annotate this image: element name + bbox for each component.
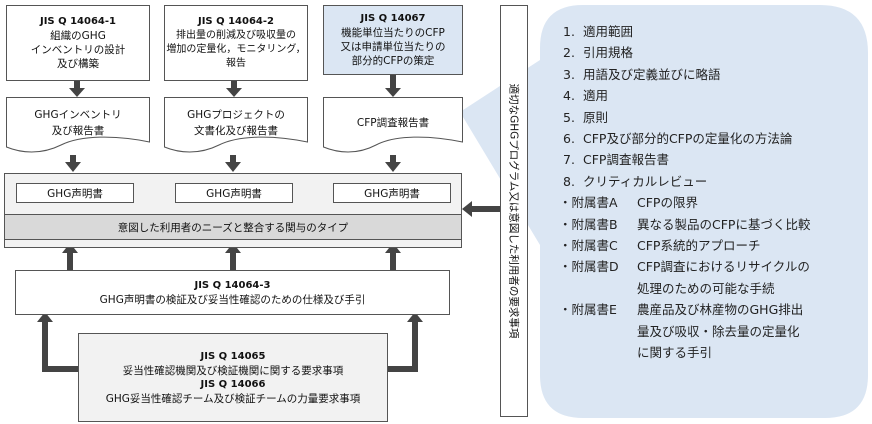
arrow-down-icon <box>385 75 401 97</box>
arrow-up-elbow-right-icon <box>386 312 423 372</box>
arrow-down-icon <box>385 150 401 172</box>
standard-text: 部分的CFPの策定 <box>351 55 435 67</box>
toc-item: 8.クリティカルレビュー <box>563 173 708 189</box>
arrow-left-icon <box>462 201 500 217</box>
standard-text: 報告 <box>226 58 246 69</box>
standard-code: JIS Q 14067 <box>360 13 426 24</box>
standard-text: 増加の定量化，モニタリング， <box>166 44 306 55</box>
bodies-box-14065-14066: JIS Q 14065 妥当性確認機関及び検証機関に関する要求事項 JIS Q … <box>78 333 388 422</box>
standard-text: 又は申請単位当たりの <box>340 41 446 53</box>
arrow-down-icon <box>225 152 241 172</box>
toc-item: 7.CFP調査報告書 <box>563 152 669 168</box>
standard-box-14064-2: JIS Q 14064-2 排出量の削減及び吸収量の 増加の定量化，モニタリング… <box>164 5 308 81</box>
ghg-statement: GHG声明書 <box>333 183 451 203</box>
arrow-down-icon <box>65 152 81 172</box>
callout-contents-list: 1.適用範囲 2.引用規格 3.用語及び定義並びに略語 4.適用 5.原則 6.… <box>559 21 863 364</box>
standard-code: JIS Q 14064-3 <box>194 279 271 291</box>
annex-item-continuation: に関する手引 <box>637 345 713 361</box>
standard-text: 妥当性確認機関及び検証機関に関する要求事項 <box>122 364 344 377</box>
report-text: GHGインベントリ <box>34 109 122 121</box>
report-doc-ghg-project: GHGプロジェクトの 文書化及び報告書 <box>164 97 308 155</box>
program-requirements-text: 適切なGHGプログラム又は意図した利用者の要求事項 <box>507 83 520 339</box>
toc-item: 6.CFP及び部分的CFPの定量化の方法論 <box>563 131 793 147</box>
standard-code: JIS Q 14064-1 <box>39 16 116 27</box>
arrow-up-icon <box>225 243 241 270</box>
toc-item: 5.原則 <box>563 109 609 125</box>
report-text: CFP調査報告書 <box>356 117 430 129</box>
standard-text: インベントリの設計 <box>30 44 126 56</box>
arrow-down-icon <box>226 81 242 97</box>
standard-code: JIS Q 14064-2 <box>197 16 274 27</box>
standard-code: JIS Q 14066 <box>200 378 266 390</box>
arrow-up-icon <box>62 243 78 270</box>
standard-box-14067: JIS Q 14067 機能単位当たりのCFP 又は申請単位当たりの 部分的CF… <box>323 5 463 75</box>
program-requirements-box: 適切なGHGプログラム又は意図した利用者の要求事項 <box>500 5 528 417</box>
toc-item: 1.適用範囲 <box>563 24 634 39</box>
standard-box-14064-1: JIS Q 14064-1 組織のGHG インベントリの設計 及び構築 <box>6 5 150 81</box>
standard-text: 組織のGHG <box>50 30 106 42</box>
verification-box-14064-3: JIS Q 14064-3 GHG声明書の検証及び妥当性確認のための仕様及び手引 <box>15 270 450 315</box>
report-text: GHGプロジェクトの <box>187 109 285 121</box>
standard-text: 機能単位当たりのCFP <box>341 27 445 39</box>
annex-item-continuation: 処理のための可能な手続 <box>637 280 775 296</box>
arrow-down-icon <box>69 81 85 97</box>
toc-item: 4.適用 <box>563 88 609 104</box>
toc-item: 3.用語及び定義並びに略語 <box>563 66 721 82</box>
standard-text: 排出量の削減及び吸収量の <box>176 30 296 41</box>
report-doc-cfp-study: CFP調査報告書 <box>323 97 463 155</box>
report-doc-ghg-inventory: GHGインベントリ 及び報告書 <box>6 97 150 155</box>
arrow-up-elbow-left-icon <box>37 312 78 372</box>
statements-panel: GHG声明書 GHG声明書 GHG声明書 意図した利用者のニーズと整合する関与の… <box>4 173 462 248</box>
engagement-type-band: 意図した利用者のニーズと整合する関与のタイプ <box>5 214 461 240</box>
ghg-statement: GHG声明書 <box>16 183 134 203</box>
standard-text: GHG声明書の検証及び妥当性確認のための仕様及び手引 <box>99 293 366 306</box>
arrow-up-icon <box>385 243 401 270</box>
toc-item: 2.引用規格 <box>563 45 634 61</box>
annex-item-continuation: 量及び吸収・除去量の定量化 <box>637 323 800 339</box>
report-text: 及び報告書 <box>51 125 105 137</box>
report-text: 文書化及び報告書 <box>194 125 278 137</box>
standard-code: JIS Q 14065 <box>200 350 266 362</box>
ghg-statement: GHG声明書 <box>175 183 293 203</box>
standard-text: GHG妥当性確認チーム及び検証チームの力量要求事項 <box>105 392 361 405</box>
standard-text: 及び構築 <box>57 58 99 70</box>
